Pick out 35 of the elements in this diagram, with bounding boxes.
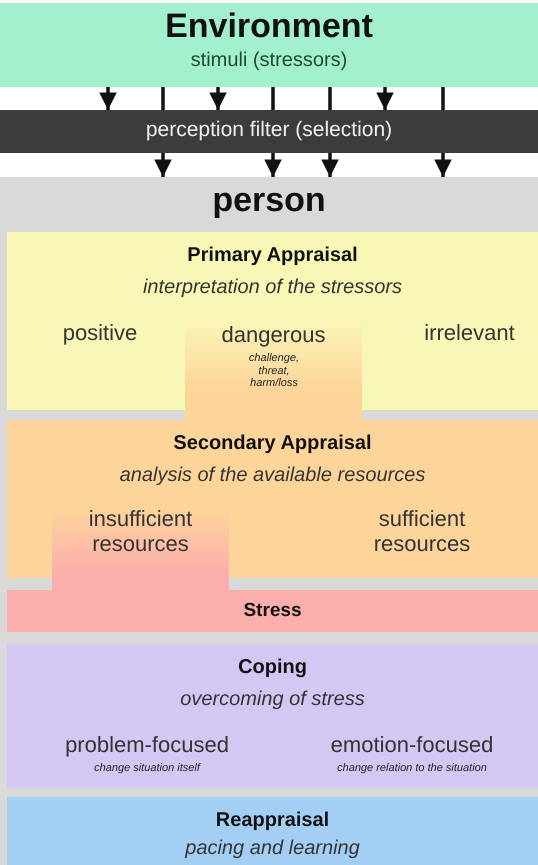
category-label: problem-focused bbox=[64, 732, 230, 758]
heading: person bbox=[211, 181, 327, 220]
note-text: change relation to the situation bbox=[336, 762, 488, 775]
person-panel bbox=[0, 177, 538, 865]
note-text: change situation itself bbox=[93, 762, 202, 775]
heading: Environment bbox=[164, 7, 374, 46]
stress-band bbox=[7, 590, 538, 632]
subheading: overcoming of stress bbox=[179, 688, 366, 711]
category-label: positive bbox=[62, 320, 138, 346]
category-label: irrelevant bbox=[423, 320, 516, 346]
heading: Stress bbox=[242, 600, 303, 622]
note-text: challenge, threat, harm/loss bbox=[248, 352, 300, 390]
category-label: insufficient resources bbox=[88, 506, 194, 557]
arrow bbox=[99, 87, 117, 110]
subheading: pacing and learning bbox=[184, 837, 361, 860]
heading: Reappraisal bbox=[214, 809, 330, 832]
coping-panel bbox=[7, 644, 538, 788]
heading: Primary Appraisal bbox=[186, 244, 359, 267]
category-label: dangerous bbox=[220, 322, 326, 348]
arrow bbox=[209, 87, 227, 110]
filter-band bbox=[0, 110, 538, 153]
arrow bbox=[154, 153, 172, 177]
heading: Coping bbox=[237, 656, 308, 679]
subheading: analysis of the available resources bbox=[118, 464, 426, 487]
subheading: interpretation of the stressors bbox=[142, 276, 403, 299]
arrow bbox=[434, 153, 452, 177]
environment-band bbox=[0, 3, 538, 87]
arrow bbox=[264, 153, 282, 177]
category-label: sufficient resources bbox=[372, 506, 472, 557]
arrow bbox=[376, 87, 394, 110]
category-label: emotion-focused bbox=[330, 732, 494, 758]
arrow bbox=[321, 153, 339, 177]
heading: Secondary Appraisal bbox=[172, 432, 373, 455]
reappraisal-panel bbox=[7, 797, 538, 865]
subheading: stimuli (stressors) bbox=[190, 49, 348, 72]
